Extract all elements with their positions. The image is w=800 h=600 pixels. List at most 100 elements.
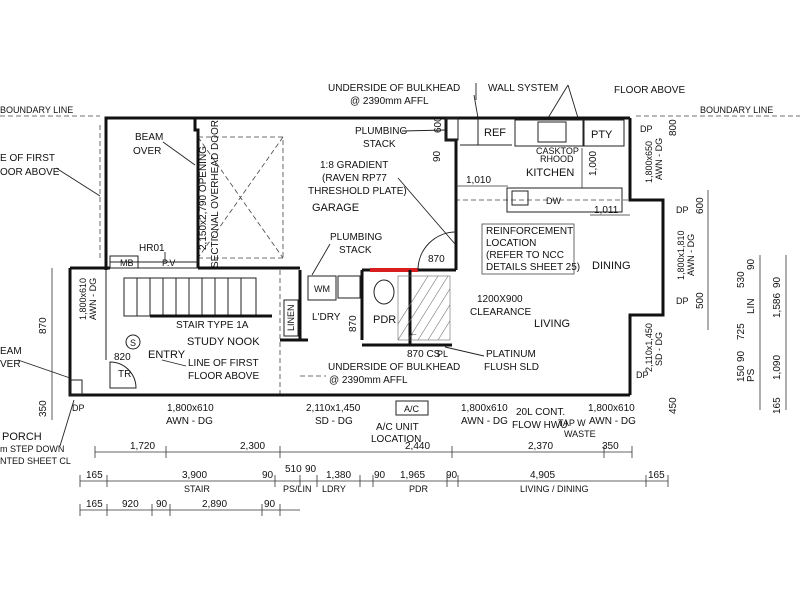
boundary-label-right: BOUNDARY LINE — [700, 105, 773, 115]
leader-plumbing-top — [401, 129, 447, 132]
dim-row2-4: 510 — [285, 464, 302, 475]
dim-row1-2: 2,300 — [240, 441, 265, 452]
dim-row2-7: 90 — [374, 470, 386, 481]
painted-sheet-label: NTED SHEET CL — [0, 456, 71, 466]
smoke-alarm-symbol: S — [130, 338, 136, 348]
window-top-right-type: AWN - DG — [654, 138, 664, 180]
window-right-1-type: AWN - DG — [686, 234, 696, 276]
dim-725: 725 — [736, 323, 747, 340]
dim-row3-5: LIVING / DINING — [520, 484, 589, 494]
window-right-2-type: SD - DG — [654, 332, 664, 366]
hwu-label-1: 20L CONT. — [516, 407, 565, 418]
dim-90-r3: 90 — [772, 276, 783, 288]
clearance-label-2: CLEARANCE — [470, 307, 531, 318]
downpipe-label-5: DP — [72, 403, 85, 413]
dim-600-right: 600 — [695, 197, 706, 214]
laundry-tub — [337, 275, 361, 299]
toilet — [373, 279, 395, 305]
garage-room-label: GARAGE — [312, 202, 359, 214]
arrow-glyph: ← — [409, 328, 418, 338]
pantry-box — [583, 119, 625, 147]
plumbing-stack-mid-label-2: STACK — [339, 245, 372, 256]
downpipe-label-1: DP — [640, 124, 653, 134]
stair-type-label: STAIR TYPE 1A — [176, 320, 249, 331]
pdr-door-width: 870 — [428, 254, 445, 265]
window-bottom-1-type: AWN - DG — [166, 416, 213, 427]
kitchen-sink — [511, 190, 529, 206]
platinum-label-2: FLUSH SLD — [484, 362, 539, 373]
dim-row4-2: 920 — [122, 499, 139, 510]
pl-label: PL — [437, 349, 448, 359]
reinforcement-label-1: REINFORCEMENT — [486, 226, 573, 237]
porch-label: PORCH — [2, 431, 42, 443]
cavity-slider-label: 870 CS — [407, 349, 441, 360]
leader-wall-system-4 — [567, 84, 579, 119]
first-floor-mid-label-1: LINE OF FIRST — [188, 358, 259, 369]
kitchen-room-label: KITCHEN — [526, 167, 574, 179]
dim-1090: 1,090 — [772, 355, 783, 380]
bulkhead-label-top: UNDERSIDE OF BULKHEAD — [328, 83, 460, 94]
dim-row2-11: 165 — [648, 470, 665, 481]
downpipe-label-4: DP — [636, 370, 649, 380]
window-right-1-size: 1,800x1,810 — [676, 230, 686, 280]
dim-500-right: 500 — [695, 292, 706, 309]
downpipe-box — [69, 379, 83, 396]
window-left-type: AWN - DG — [88, 278, 98, 320]
step-down-label: m STEP DOWN — [0, 444, 64, 454]
dim-90-r2: 90 — [736, 350, 747, 362]
floor-above-label: FLOOR ABOVE — [614, 85, 685, 96]
dim-1010: 1,010 — [466, 175, 491, 186]
east-wall — [628, 118, 665, 395]
first-floor-line-label-1: E OF FIRST — [0, 153, 55, 164]
window-bottom-3-type: AWN - DG — [461, 416, 508, 427]
pdr-label: PDR — [373, 314, 396, 326]
reinforcement-note-box — [481, 223, 575, 275]
entry-label: ENTRY — [148, 349, 186, 361]
clearance-box — [397, 275, 451, 341]
ac-unit-label-2: LOCATION — [371, 434, 421, 445]
first-floor-mid-label-2: FLOOR ABOVE — [188, 371, 259, 382]
leader-plumbing-mid — [311, 243, 331, 276]
gradient-label-2: (RAVEN RP77 — [322, 173, 387, 184]
garage-door-type-label: SECTIONAL OVERHEAD DOOR — [210, 120, 221, 268]
gradient-label-3: THRESHOLD PLATE) — [308, 186, 407, 197]
dim-row1-1: 1,720 — [130, 441, 155, 452]
dim-row2-6: 1,380 — [326, 470, 351, 481]
dim-row4-1: 165 — [86, 499, 103, 510]
meter-box-label: MB — [120, 258, 134, 268]
leader-beam-left — [17, 359, 71, 379]
window-top-right-size: 1,800x650 — [644, 141, 654, 183]
dim-row2-8: 1,965 — [400, 470, 425, 481]
window-bottom-1-size: 1,800x610 — [167, 403, 214, 414]
platinum-label-1: PLATINUM — [486, 349, 536, 360]
ref-label: REF — [484, 127, 506, 139]
dim-row2-10: 4,905 — [530, 470, 555, 481]
beam-over-label-2: OVER — [133, 146, 161, 157]
clearance-hatch — [398, 276, 450, 340]
dim-350-left: 350 — [38, 400, 49, 417]
dim-90-top: 90 — [432, 150, 443, 162]
stair-treads — [136, 278, 242, 316]
bulkhead-height-top: @ 2390mm AFFL — [350, 96, 429, 107]
leader-porch — [59, 399, 75, 447]
leader-first-floor-left — [55, 167, 101, 197]
void-cross-2 — [197, 136, 284, 259]
downpipe-label-3: DP — [676, 296, 689, 306]
clearance-label-1: 1200X900 — [477, 294, 523, 305]
dim-row3-3: LDRY — [322, 484, 346, 494]
dining-room-label: DINING — [592, 260, 631, 272]
dim-1586: 1,586 — [772, 293, 783, 318]
boundary-label-left: BOUNDARY LINE — [0, 105, 73, 115]
window-bottom-3-size: 1,800x610 — [461, 403, 508, 414]
bulkhead-label-bottom: UNDERSIDE OF BULKHEAD — [328, 362, 460, 373]
laundry-label: L'DRY — [312, 312, 341, 323]
beam-label-left: EAM — [0, 346, 22, 357]
first-floor-line-label-2: OOR ABOVE — [0, 167, 60, 178]
hr01-label: HR01 — [139, 243, 165, 254]
washing-machine — [307, 275, 337, 301]
leader-wall-system-3 — [547, 84, 569, 119]
study-nook-label: STUDY NOOK — [187, 336, 260, 348]
dim-150: 150 — [736, 365, 747, 382]
washing-machine-label: WM — [314, 284, 330, 294]
dim-530: 530 — [736, 271, 747, 288]
